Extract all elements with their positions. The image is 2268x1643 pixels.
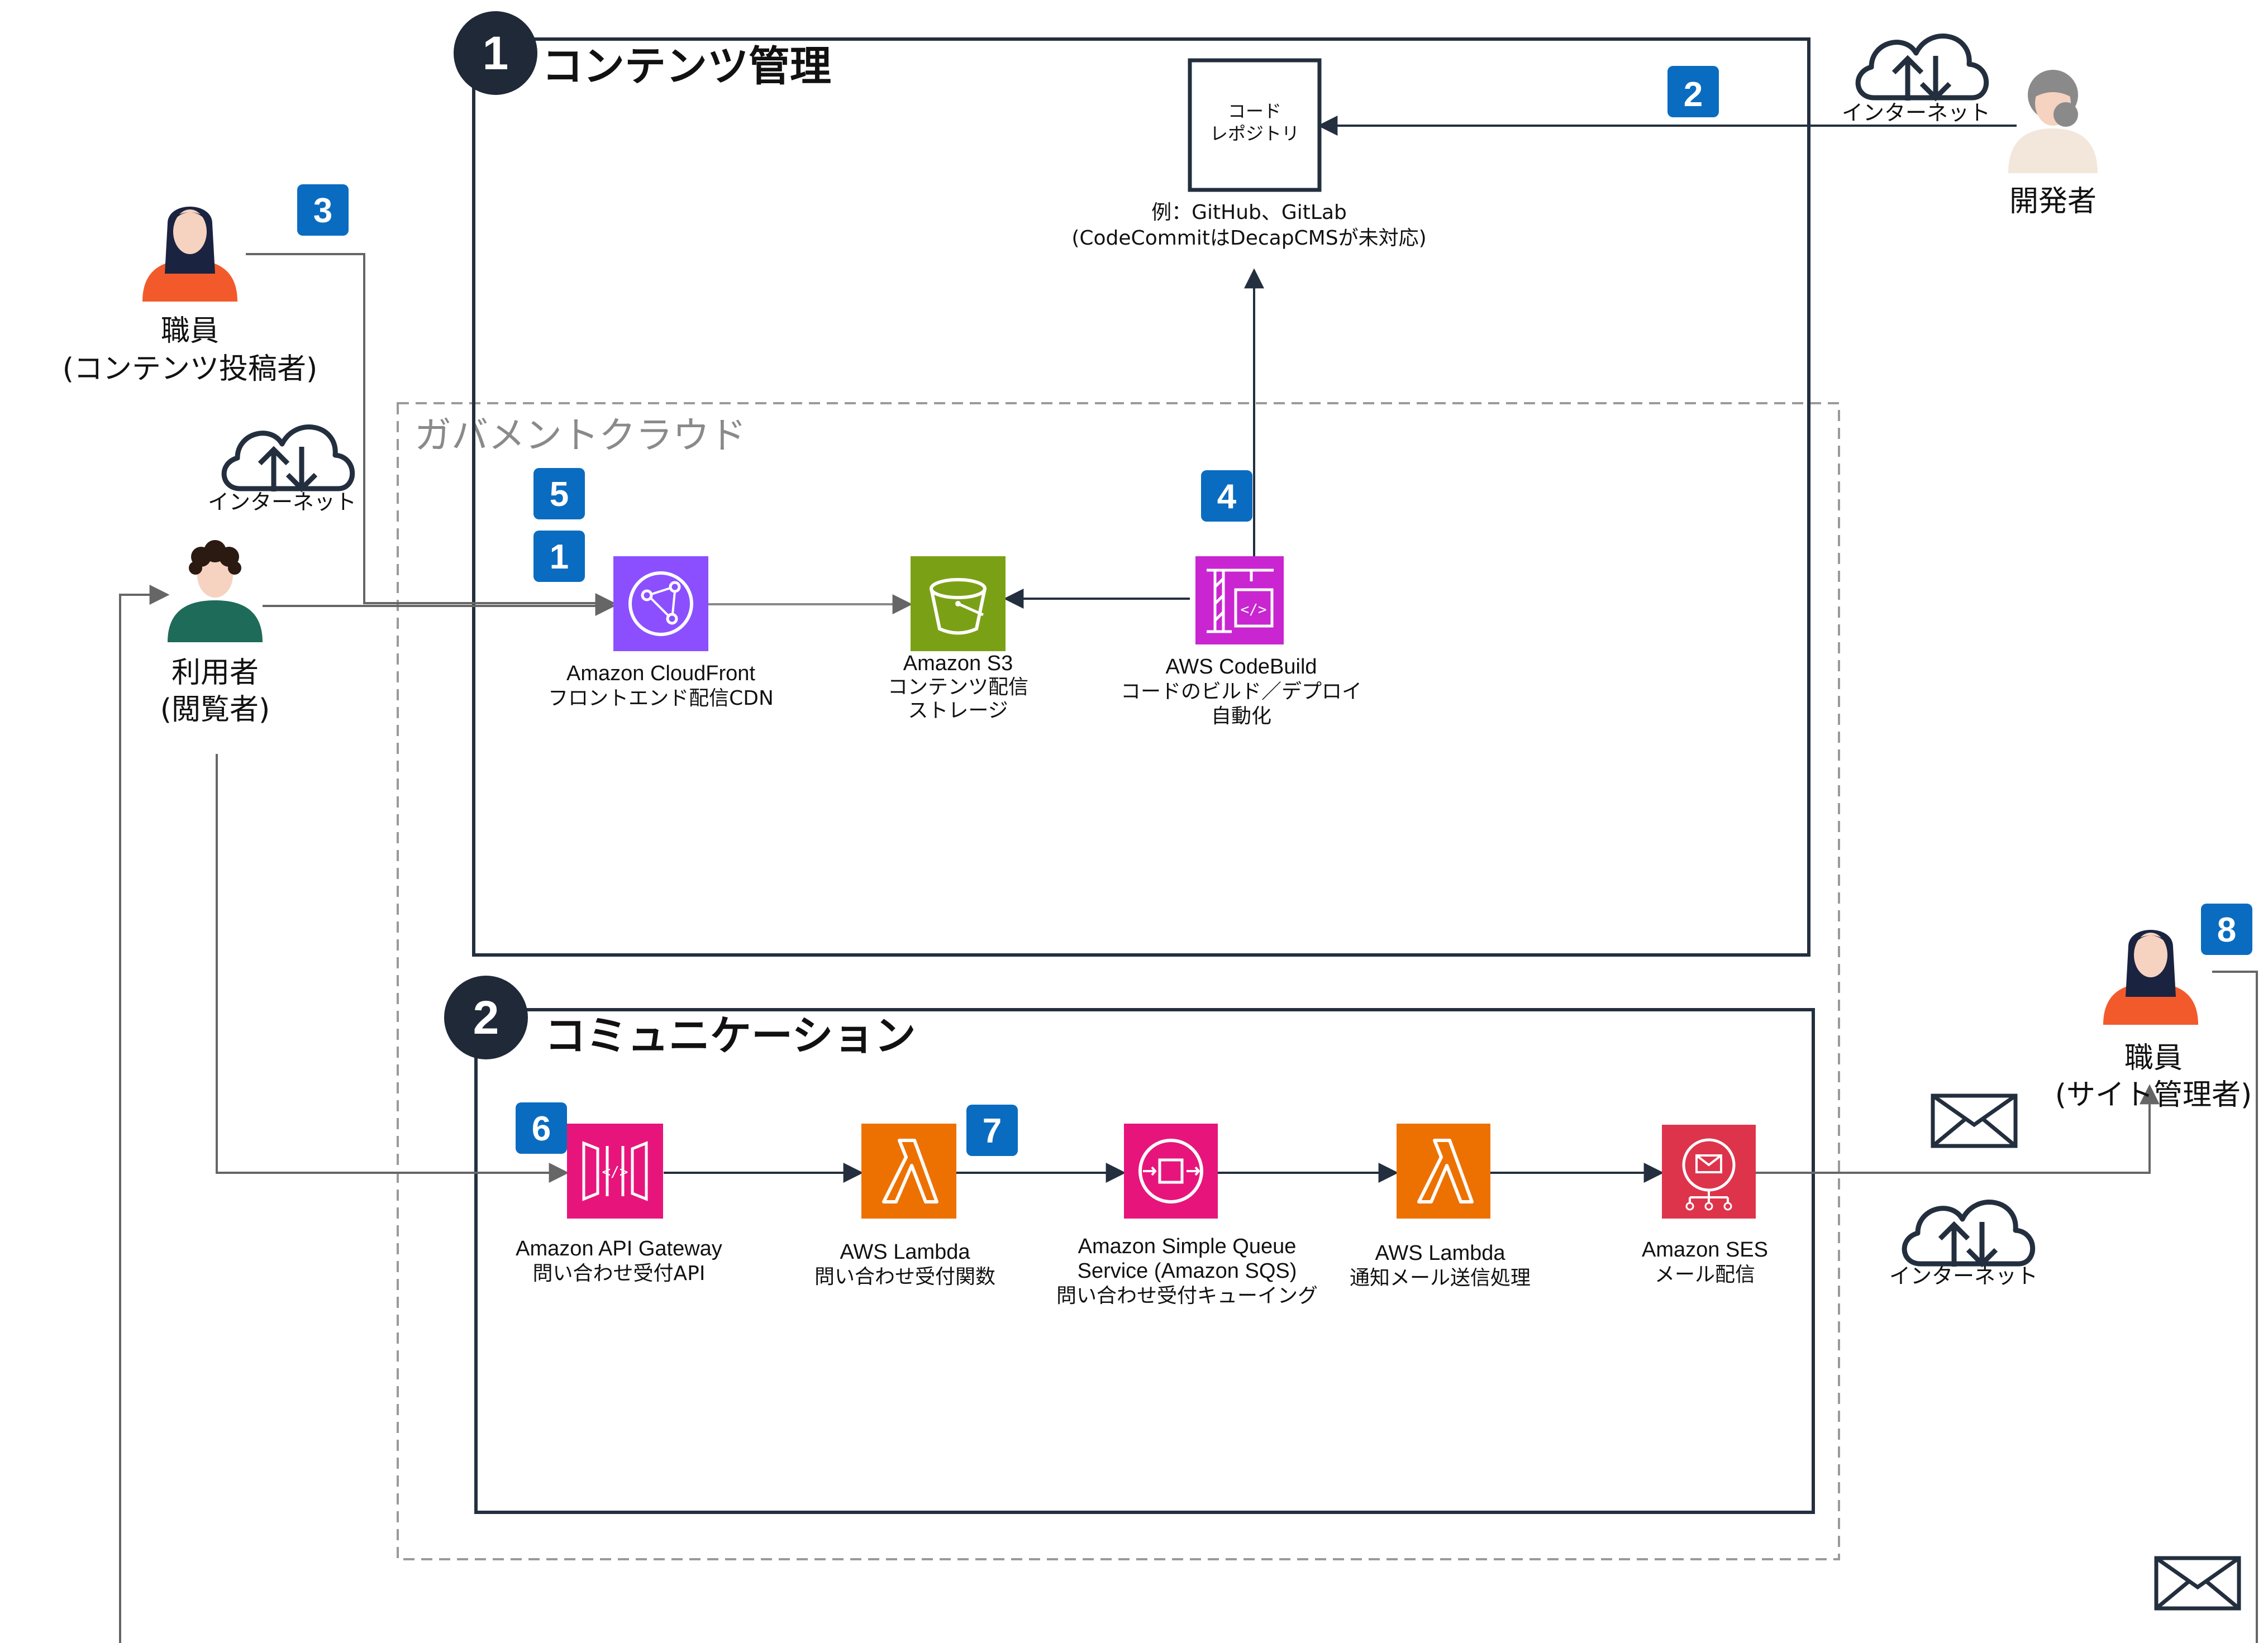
step-badge-8: 8	[2201, 904, 2252, 955]
gov-cloud-label: ガバメントクラウド	[414, 414, 746, 457]
lambda-icon-2	[1397, 1124, 1490, 1219]
codebuild-label-3: 自動化	[1211, 705, 1271, 728]
gov-cloud-boundary	[397, 402, 1840, 1560]
section-2-title: コミュニケーション	[545, 1012, 916, 1060]
staff-admin-avatar	[2103, 930, 2198, 1025]
staff-poster-avatar	[142, 207, 237, 302]
developer-label: 開発者	[2009, 185, 2097, 218]
codebuild-label-1: AWS CodeBuild	[1165, 655, 1317, 679]
cloudfront-label-1: Amazon CloudFront	[566, 662, 755, 685]
svg-text:7: 7	[983, 1112, 1002, 1150]
lambda2-label-1: AWS Lambda	[1375, 1241, 1505, 1265]
svg-text:</>: </>	[602, 1164, 628, 1181]
svg-text:3: 3	[313, 192, 332, 230]
svg-text:6: 6	[532, 1110, 551, 1148]
api-gateway-icon: </>	[567, 1124, 663, 1219]
code-repo-caption-1: 例：GitHub、GitLab	[1151, 201, 1347, 224]
internet-label-admin: インターネット	[1889, 1264, 2038, 1288]
ses-label-2: メール配信	[1655, 1263, 1755, 1286]
section-2-marker: 2	[444, 976, 528, 1059]
code-repo-box	[1188, 58, 1322, 192]
svg-text:8: 8	[2217, 911, 2236, 949]
s3-label-3: ストレージ	[908, 699, 1008, 722]
code-repo-label-1: コード	[1228, 101, 1281, 122]
lambda1-label-2: 問い合わせ受付関数	[814, 1265, 995, 1288]
step-badge-1: 1	[533, 531, 585, 582]
codebuild-label-2: コードのビルド／デプロイ	[1121, 680, 1362, 703]
step-badge-4: 4	[1201, 470, 1252, 522]
svg-text:4: 4	[1217, 477, 1237, 516]
s3-label-2: コンテンツ配信	[888, 676, 1028, 699]
content-section-frame	[472, 37, 1810, 957]
developer-avatar	[2008, 70, 2098, 173]
ses-label-1: Amazon SES	[1642, 1238, 1768, 1262]
internet-label-poster: インターネット	[208, 490, 356, 514]
step-badge-6: 6	[516, 1102, 567, 1154]
sqs-label-2: Service (Amazon SQS)	[1078, 1259, 1297, 1283]
edge-admin-user	[119, 585, 2258, 1643]
mail-icon-bottom	[2154, 1556, 2241, 1611]
svg-text:1: 1	[550, 538, 569, 576]
lambda-icon-1	[861, 1124, 956, 1219]
staff-admin-label-1: 職員	[2124, 1042, 2183, 1075]
edge-poster-cloudfront	[246, 253, 616, 613]
internet-cloud-icon-developer	[1855, 34, 1989, 102]
section-1-title: コンテンツ管理	[542, 42, 831, 90]
svg-text:2: 2	[1684, 75, 1703, 114]
user-label-1: 利用者	[171, 656, 259, 690]
sqs-label-1: Amazon Simple Queue	[1078, 1235, 1297, 1258]
cloudfront-icon	[613, 556, 708, 651]
user-label-2: (閲覧者)	[160, 693, 270, 727]
step-badge-7: 7	[966, 1105, 1018, 1156]
ses-icon	[1662, 1125, 1756, 1219]
cloudfront-label-2: フロントエンド配信CDN	[548, 687, 774, 710]
section-1-marker: 1	[454, 11, 537, 95]
internet-cloud-icon-poster	[221, 424, 355, 493]
user-avatar	[168, 540, 263, 642]
section-1-number: 1	[483, 27, 509, 79]
apigw-label-1: Amazon API Gateway	[516, 1237, 722, 1260]
lambda2-label-2: 通知メール送信処理	[1350, 1267, 1531, 1289]
apigw-label-2: 問い合わせ受付API	[533, 1262, 706, 1285]
step-badge-3: 3	[297, 184, 349, 236]
step-badge-2: 2	[1667, 66, 1719, 117]
svg-text:5: 5	[550, 475, 569, 514]
lambda1-label-1: AWS Lambda	[840, 1240, 970, 1264]
edge-user-apigw	[216, 754, 569, 1183]
svg-text:</>: </>	[1241, 601, 1267, 618]
mail-icon-admin	[1931, 1093, 2018, 1148]
staff-admin-label-2: (サイト管理者)	[2055, 1078, 2252, 1112]
step-badge-5: 5	[533, 468, 585, 519]
sqs-icon	[1124, 1124, 1218, 1219]
sqs-label-3: 問い合わせ受付キューイング	[1056, 1284, 1318, 1307]
section-2-number: 2	[473, 991, 499, 1044]
code-repo-label-2: レポジトリ	[1210, 123, 1299, 144]
internet-cloud-icon-admin	[1902, 1200, 2036, 1268]
edge-ses-admin	[1756, 1084, 2160, 1174]
codebuild-icon: </>	[1195, 556, 1284, 644]
comm-section-frame	[474, 1008, 1815, 1514]
s3-icon	[911, 556, 1006, 651]
s3-label-1: Amazon S3	[903, 652, 1013, 675]
staff-poster-label-2: (コンテンツ投稿者)	[63, 352, 318, 386]
code-repo-caption-2: (CodeCommitはDecapCMSが未対応)	[1071, 227, 1426, 250]
internet-label-developer: インターネット	[1842, 101, 1990, 125]
staff-poster-label-1: 職員	[161, 314, 219, 348]
